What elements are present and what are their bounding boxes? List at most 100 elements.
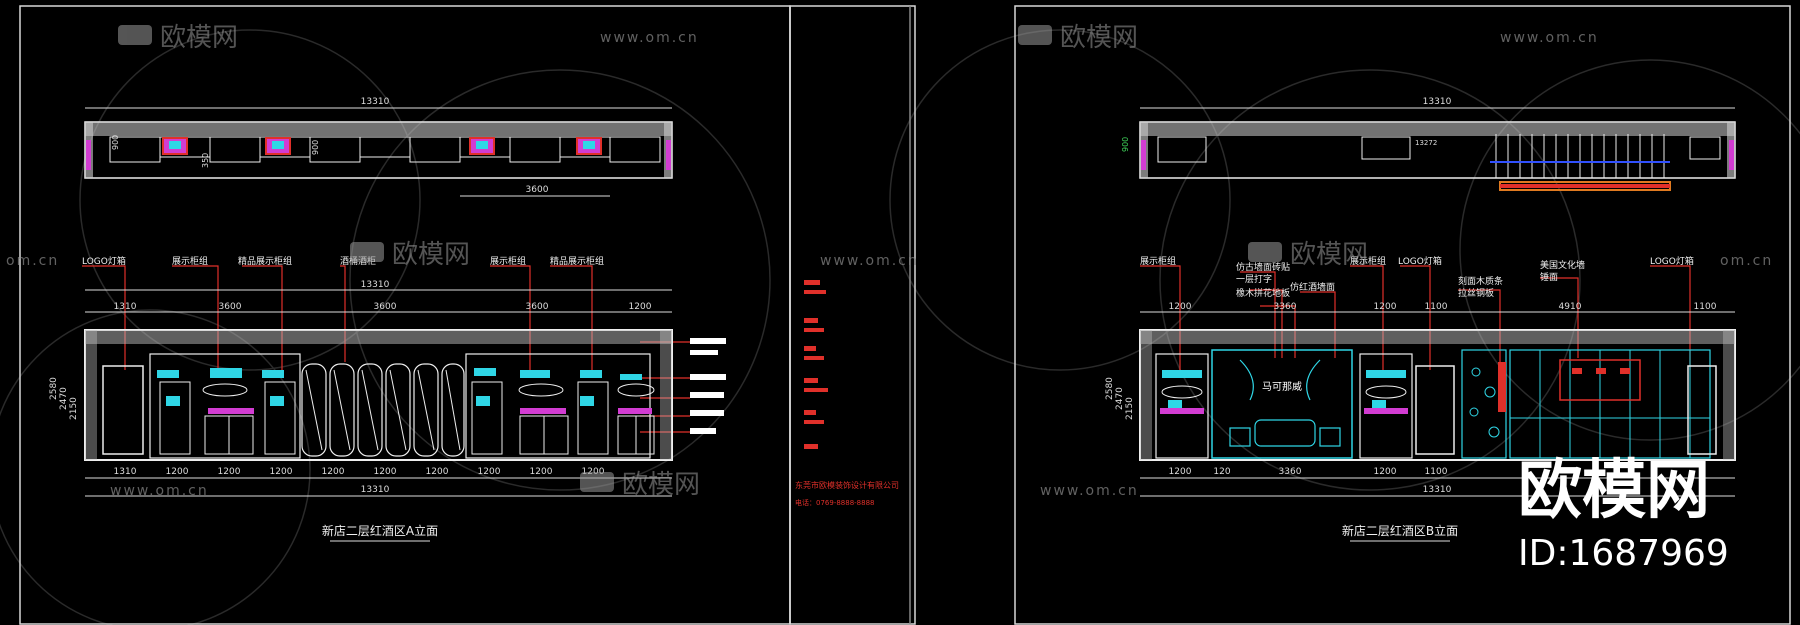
sheet-b-bottom-dim-0: 1200 xyxy=(1169,467,1192,477)
watermark-url-4: www.om.cn xyxy=(820,253,919,269)
sheet-b-label-7: 刻面木质条 xyxy=(1458,275,1503,287)
sheet-a-label-4: 展示柜组 xyxy=(490,255,526,267)
sheet-a-label-2: 精品展示柜组 xyxy=(238,255,292,267)
sheet-b-title: 新店二层红酒区B立面 xyxy=(1342,523,1458,538)
sheet-b-label-3: 橡木拼花地板 xyxy=(1236,287,1290,299)
sheet-b-labels: 展示柜组 仿古墙面砖贴 一层打字 橡木拼花地板 仿红酒墙面 展示柜组 LOGO灯… xyxy=(1140,255,1694,299)
sheet-b-bottom-dim-4: 1100 xyxy=(1425,467,1448,477)
watermark-id-label: ID:1687969 xyxy=(1518,533,1729,574)
sheet-a-bottom-dim-0: 1310 xyxy=(114,467,137,477)
sheet-frames xyxy=(19,5,1791,625)
watermark-logo-4: 欧模网 xyxy=(1248,240,1368,270)
sheet-a-dim-lines xyxy=(85,289,672,497)
sheet-a-bottom-total: 13310 xyxy=(361,485,390,495)
sheet-b-elevation: 马可那威 xyxy=(1139,329,1736,461)
sheet-b-label-8: 拉丝钢板 xyxy=(1458,287,1494,299)
watermark-url-1: www.om.cn xyxy=(600,30,699,46)
sheet-b-dim-lines xyxy=(1140,311,1735,497)
sheet-b-bottom-dim-3: 1200 xyxy=(1374,467,1397,477)
watermark-brand-2: 欧模网 xyxy=(1060,23,1138,53)
sheet-a-label-5: 精品展示柜组 xyxy=(550,255,604,267)
sheet-a-plan-dim3600: 3600 xyxy=(526,185,549,195)
watermark-brand-4: 欧模网 xyxy=(1290,240,1368,270)
sheet-a-mid-dim-4: 1200 xyxy=(629,302,652,312)
sheet-b-bottom-dims: 1200 120 3360 1200 1100 xyxy=(1169,467,1448,477)
sheet-a-mid-dim-3: 3600 xyxy=(526,302,549,312)
sheet-b-label-9: 美国文化墙 xyxy=(1540,259,1585,271)
watermarks: 欧模网 www.om.cn 欧模网 www.om.cn om.cn 欧模网 ww… xyxy=(6,23,1773,574)
sheet-a-plan: 13310 xyxy=(84,97,673,197)
sheet-a-mid-dim-1: 3600 xyxy=(219,302,242,312)
sheet-a-bottom-dim-5: 1200 xyxy=(374,467,397,477)
sheet-a-bottom-dim-3: 1200 xyxy=(270,467,293,477)
title-block-frame xyxy=(789,5,916,625)
sheet-b-plan-note: 13272 xyxy=(1415,139,1437,147)
sheet-a-bottom-dim-2: 1200 xyxy=(218,467,241,477)
sheet-b-label-0: 展示柜组 xyxy=(1140,255,1176,267)
sheet-b: 13310 13272 xyxy=(1105,97,1736,542)
sheet-a-plan-overall-dim: 13310 xyxy=(361,97,390,107)
sheet-a-plan-h350: 350 xyxy=(201,153,210,168)
sheet-b-mid-dim-5: 1100 xyxy=(1694,302,1717,312)
watermark-url-2: www.om.cn xyxy=(1500,30,1599,46)
sheet-a-label-0: LOGO灯箱 xyxy=(82,255,126,267)
sheet-b-bottom-total: 13310 xyxy=(1423,485,1452,495)
sheet-a-mid-dim-2: 3600 xyxy=(374,302,397,312)
sheet-b-height-1: 2470 xyxy=(1115,387,1125,410)
sheet-a-bottom-dim-6: 1200 xyxy=(426,467,449,477)
sheet-a-bottom-dim-1: 1200 xyxy=(166,467,189,477)
sheet-a-label-1: 展示柜组 xyxy=(172,255,208,267)
watermark-url-6: www.om.cn xyxy=(110,483,209,499)
sheet-b-mid-dim-3: 1100 xyxy=(1425,302,1448,312)
sheet-b-frame xyxy=(1014,5,1791,625)
watermark-url-5: om.cn xyxy=(1720,253,1773,269)
title-block: 东莞市欧模装饰设计有限公司 电话：0769-8888-8888 xyxy=(795,280,899,507)
sheet-a-elevation xyxy=(84,329,673,461)
sheet-b-label-6: LOGO灯箱 xyxy=(1398,255,1442,267)
sheet-b-bottom-dim-1: 120 xyxy=(1213,467,1230,477)
sheet-b-mid-dim-0: 1200 xyxy=(1169,302,1192,312)
sheet-a-bottom-dim-8: 1200 xyxy=(530,467,553,477)
watermark-big-brand: 欧模网 xyxy=(1518,454,1710,528)
sheet-a-heights: 2580 2470 2150 xyxy=(49,377,79,420)
sheet-b-plan-overall-dim: 13310 xyxy=(1423,97,1452,107)
sheet-b-mid-dim-2: 1200 xyxy=(1374,302,1397,312)
watermark-logo-1: 欧模网 xyxy=(118,23,238,53)
sheet-b-mid-dims: 1200 3360 1200 1100 4910 1100 xyxy=(1169,302,1717,312)
watermark-url-3: om.cn xyxy=(6,253,59,269)
sheet-b-label-5: 展示柜组 xyxy=(1350,255,1386,267)
sheet-b-heights: 2580 2470 2150 xyxy=(1105,377,1135,420)
sheet-b-label-1: 仿古墙面砖贴 xyxy=(1236,261,1290,273)
watermark-circles xyxy=(0,29,1800,625)
sheet-a-height-0: 2580 xyxy=(49,377,59,400)
sheet-a-side-tags xyxy=(690,338,726,434)
watermark-brand-1: 欧模网 xyxy=(160,23,238,53)
sheet-a-plan-h900: 900 xyxy=(111,135,120,150)
title-block-phone: 电话：0769-8888-8888 xyxy=(795,498,875,507)
sheet-a-title: 新店二层红酒区A立面 xyxy=(322,523,438,538)
sheet-a-bottom-dim-7: 1200 xyxy=(478,467,501,477)
sheet-b-plan: 13310 13272 xyxy=(1121,97,1736,191)
sheet-b-label-4: 仿红酒墙面 xyxy=(1290,281,1335,293)
sheet-a-mid-dims: 1310 3600 3600 3600 1200 xyxy=(114,302,652,312)
sheet-a-mid-dim-0: 1310 xyxy=(114,302,137,312)
watermark-logo-5: 欧模网 xyxy=(580,470,700,500)
sheet-b-bottom-dim-2: 3360 xyxy=(1279,467,1302,477)
watermark-url-7: www.om.cn xyxy=(1040,483,1139,499)
sheet-b-label-10: 锤面 xyxy=(1540,271,1558,283)
sheet-b-mid-dim-1: 3360 xyxy=(1274,302,1297,312)
watermark-logo-3: 欧模网 xyxy=(350,240,470,270)
sheet-a-height-1: 2470 xyxy=(59,387,69,410)
sheet-b-label-2: 一层打字 xyxy=(1236,273,1272,285)
sheet-a-top-dim: 13310 xyxy=(361,280,390,290)
sheet-a-plan-h900b: 900 xyxy=(311,140,320,155)
sheet-b-height-0: 2580 xyxy=(1105,377,1115,400)
sheet-b-plan-h900: 900 xyxy=(1121,137,1130,152)
title-block-company: 东莞市欧模装饰设计有限公司 xyxy=(795,480,899,490)
watermark-logo-2: 欧模网 xyxy=(1018,23,1138,53)
sheet-b-mural-text: 马可那威 xyxy=(1262,380,1302,393)
sheet-a-height-2: 2150 xyxy=(69,397,79,420)
sheet-b-label-11: LOGO灯箱 xyxy=(1650,255,1694,267)
sheet-a-bottom-dim-4: 1200 xyxy=(322,467,345,477)
